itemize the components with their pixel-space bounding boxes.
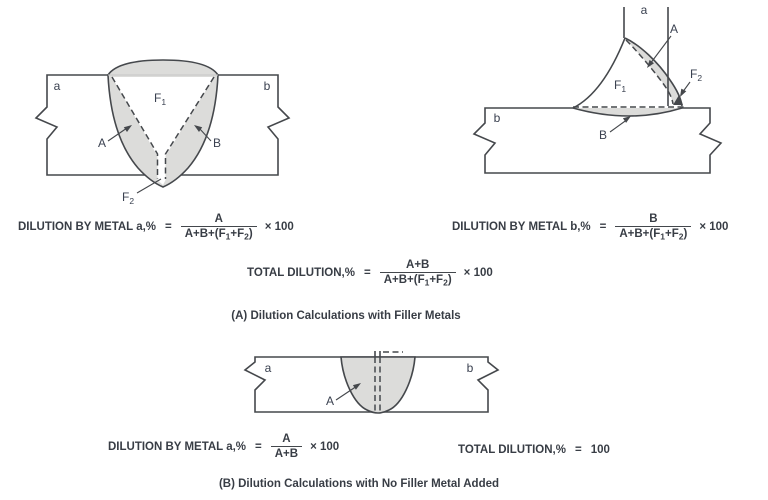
label-region-b: B [599,128,607,142]
plate-outline [34,74,291,176]
denominator: A+B+(F1+F2) [180,226,257,241]
formula-label: TOTAL DILUTION,% [247,266,355,279]
label-plate-b: b [467,361,474,375]
formula-total-dilution-no-filler: TOTAL DILUTION,% = 100 [458,444,610,456]
formula-label: DILUTION BY METAL a,% [18,220,157,233]
equals-sign: = [255,440,262,453]
equals-sign: = [165,220,172,233]
formula-value: 100 [590,444,610,456]
leader-region-b [198,127,212,142]
formula-label: DILUTION BY METAL a,% [108,440,247,453]
formula-dilution-a-no-filler: DILUTION BY METAL a,% = A A+B × 100 [108,432,339,462]
arrowhead-region-b [194,125,203,132]
formula-dilution-a-filler: DILUTION BY METAL a,% = A A+B+(F1+F2) × … [18,212,294,242]
label-plate-a: a [641,3,648,17]
label-region-a: A [98,136,106,150]
numerator: A [214,213,223,225]
times-100: × 100 [463,266,493,279]
times-100: × 100 [310,440,340,453]
arrowhead-region-a [352,383,361,390]
caption-a: (A) Dilution Calculations with Filler Me… [231,310,461,322]
times-100: × 100 [699,220,729,233]
arrowhead-region-b [622,116,631,123]
arrowhead-f2 [680,88,687,97]
leader-region-a [649,35,672,65]
label-plate-b: b [264,79,271,93]
leader-region-a [107,127,128,142]
label-f2: F2 [690,67,702,83]
weld-nugget [340,356,416,414]
region-f2-spot [673,95,683,105]
numerator: A [282,433,291,445]
plate-b-outline [472,107,723,174]
caption-b: (B) Dilution Calculations with No Filler… [218,478,500,490]
times-100: × 100 [264,220,294,233]
label-f1: F1 [154,91,166,107]
arrowhead-region-a [647,59,654,68]
weld-body [573,38,682,116]
label-region-a: A [670,22,678,36]
denominator: A+B+(F1+F2) [379,272,456,287]
formula-label: TOTAL DILUTION,% [458,444,566,456]
fraction: A+B A+B+(F1+F2) [379,258,456,288]
formula-label: DILUTION BY METAL b,% [452,220,591,233]
arrowhead-region-a [123,125,132,132]
label-plate-a: a [265,361,272,375]
equals-sign: = [599,220,607,233]
leader-region-a [335,385,358,401]
equals-sign: = [574,444,582,456]
filler-region-f1 [112,77,214,185]
numerator: B [649,213,658,225]
label-plate-b: b [494,111,501,125]
diagram-fillet-joint-filler: a A F2 F1 B b [472,3,723,174]
label-f2: F2 [122,190,134,205]
label-plate-a: a [54,79,61,93]
groove-face-dashed-right [164,76,215,179]
weld-face [572,37,626,109]
fraction: A A+B+(F1+F2) [180,212,257,242]
label-region-b: B [213,136,221,150]
fraction: A A+B [270,432,303,462]
diagram-butt-joint-filler: a b F1 A B F2 [34,59,291,205]
formula-dilution-b-filler: DILUTION BY METAL b,% = B A+B+(F1+F2) × … [452,212,728,242]
formula-total-dilution-filler: TOTAL DILUTION,% = A+B A+B+(F1+F2) × 100 [247,258,493,288]
diagram-butt-joint-no-filler: a b A [243,351,500,414]
fraction: B A+B+(F1+F2) [615,212,692,242]
leader-f2 [136,178,162,194]
penetration-arc [572,107,683,117]
plate-a-face-dashed [625,39,674,105]
denominator: A+B [270,446,303,461]
denominator: A+B+(F1+F2) [615,226,692,241]
label-f1: F1 [614,78,626,94]
plate-outline [243,356,500,413]
equals-sign: = [363,266,371,279]
numerator: A+B [406,259,430,271]
label-region-a: A [326,394,334,408]
groove-face-dashed-left [111,76,159,179]
